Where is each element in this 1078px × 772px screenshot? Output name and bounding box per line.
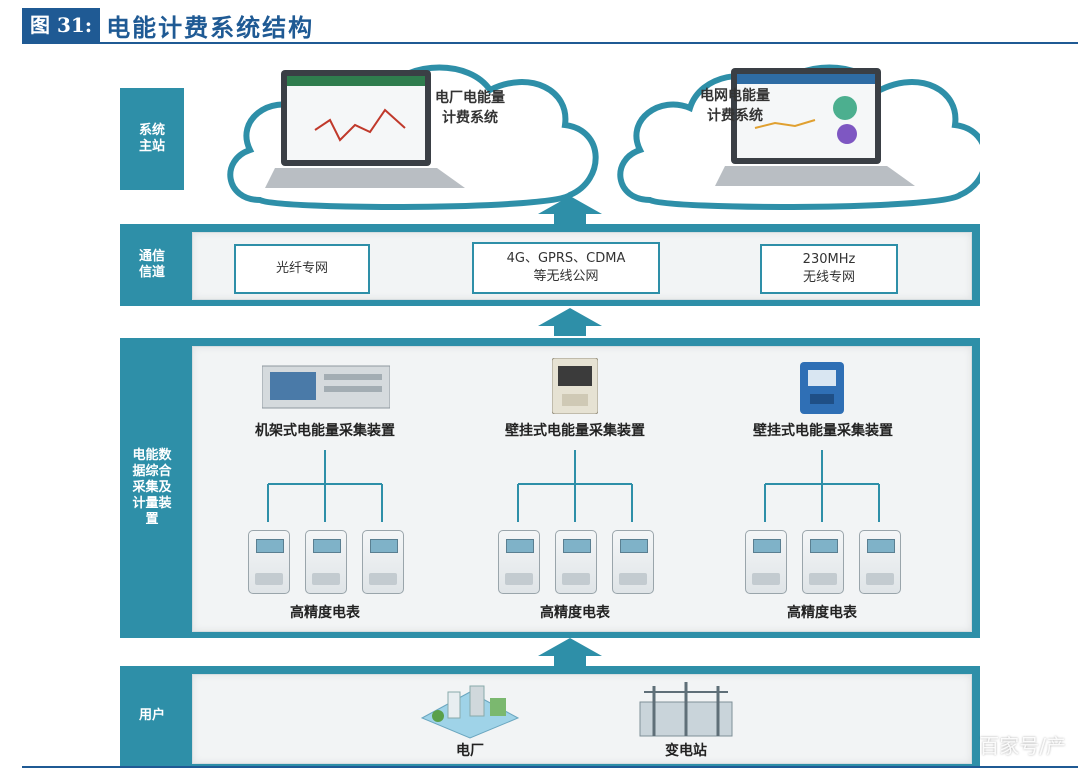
meter-icon: [305, 530, 347, 594]
figure-title: 电能计费系统结构: [106, 12, 315, 42]
figure-heading: 图 31: 电能计费系统结构: [22, 8, 314, 42]
layer-label-collection: 电能数 据综合 采集及 计量装 置: [120, 338, 184, 638]
cloud-left-label: 电厂电能量 计费系统: [435, 90, 505, 126]
layer-label-user: 用户: [120, 666, 184, 766]
wall-device-icon: [552, 358, 598, 414]
substation-icon: [639, 682, 733, 737]
clouds-graphic: [227, 64, 980, 210]
meter-icon: [498, 530, 540, 594]
meter-icon: [612, 530, 654, 594]
meter-icon: [248, 530, 290, 594]
user-label-power-plant: 电厂: [456, 743, 484, 759]
power-plant-icon: [420, 685, 520, 739]
meter-group-label-3: 高精度电表: [787, 605, 857, 621]
meter-icon: [745, 530, 787, 594]
tree-connectors: [267, 450, 880, 522]
device-label-rack: 机架式电能量采集装置: [255, 423, 395, 439]
layer-label-master-station: 系统 主站: [120, 88, 184, 190]
channel-wireless-public: 4G、GPRS、CDMA 等无线公网: [472, 242, 660, 294]
rack-device-icon: [262, 365, 390, 409]
wall-device-blue-icon: [800, 362, 844, 414]
device-label-wall-1: 壁挂式电能量采集装置: [505, 423, 645, 439]
meter-icon: [555, 530, 597, 594]
meter-icon: [859, 530, 901, 594]
meter-group-label-2: 高精度电表: [540, 605, 610, 621]
device-label-wall-2: 壁挂式电能量采集装置: [753, 423, 893, 439]
channel-230mhz: 230MHz 无线专网: [760, 244, 898, 294]
meter-icon: [802, 530, 844, 594]
arrow-up-icon: [538, 308, 602, 336]
cloud-right-label: 电网电能量 计费系统: [700, 88, 770, 124]
laptop-left-icon: [265, 70, 465, 188]
figure-number: 图 31:: [22, 8, 101, 42]
channel-fiber: 光纤专网: [234, 244, 370, 294]
laptop-right-icon: [715, 68, 915, 186]
arrow-up-icon: [538, 196, 602, 224]
user-panel: [192, 674, 972, 764]
top-rule: [22, 42, 1078, 44]
layer-label-channel: 通信 信道: [120, 224, 184, 306]
meter-icon: [362, 530, 404, 594]
bottom-rule: [22, 766, 1078, 768]
meter-group-label-1: 高精度电表: [290, 605, 360, 621]
user-label-substation: 变电站: [665, 743, 707, 759]
arrow-up-icon: [538, 638, 602, 666]
watermark: 百家号/产: [979, 734, 1066, 758]
